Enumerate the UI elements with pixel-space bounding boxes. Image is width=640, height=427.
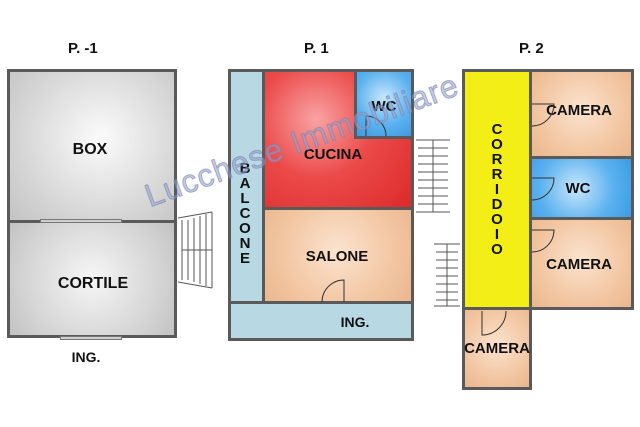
door-camera-mid <box>531 229 555 253</box>
label-salone: SALONE <box>305 248 369 265</box>
doorway-box-cortile <box>40 219 122 223</box>
room-salone <box>262 207 414 304</box>
room-balcone <box>228 69 265 341</box>
floor-title-p-minus1: P. -1 <box>68 40 98 57</box>
label-wc-p2: WC <box>565 180 591 197</box>
staircase-left <box>178 211 213 289</box>
room-box <box>7 69 177 223</box>
staircase-right <box>434 243 460 307</box>
label-wc-p1: WC <box>371 98 397 115</box>
door-wc-p2 <box>531 177 555 201</box>
label-balcone: B A L C O N E <box>239 159 251 267</box>
door-salone <box>321 279 345 303</box>
door-wc-p1 <box>365 115 387 137</box>
label-box: BOX <box>72 141 108 158</box>
room-entrance-strip <box>228 301 414 341</box>
room-camera-mid <box>529 217 634 310</box>
room-camera-bottom <box>462 307 532 390</box>
label-corridoio: C O R R I D O I O <box>491 120 503 258</box>
room-cortile <box>7 220 177 338</box>
label-camera-bottom: CAMERA <box>464 340 530 357</box>
doorway-cortile-entrance <box>60 336 122 340</box>
label-entrance-p-minus1: ING. <box>71 349 101 365</box>
floor-title-p1: P. 1 <box>304 40 329 57</box>
door-camera-top <box>531 103 555 127</box>
room-camera-top <box>529 69 634 159</box>
label-camera-mid: CAMERA <box>546 256 612 273</box>
label-cortile: CORTILE <box>57 275 129 292</box>
floor-title-p2: P. 2 <box>519 40 544 57</box>
label-entrance-p1: ING. <box>340 314 370 330</box>
label-camera-top: CAMERA <box>546 102 612 119</box>
door-camera-bottom <box>481 310 507 336</box>
label-cucina: CUCINA <box>303 146 363 163</box>
staircase-middle <box>416 139 450 213</box>
